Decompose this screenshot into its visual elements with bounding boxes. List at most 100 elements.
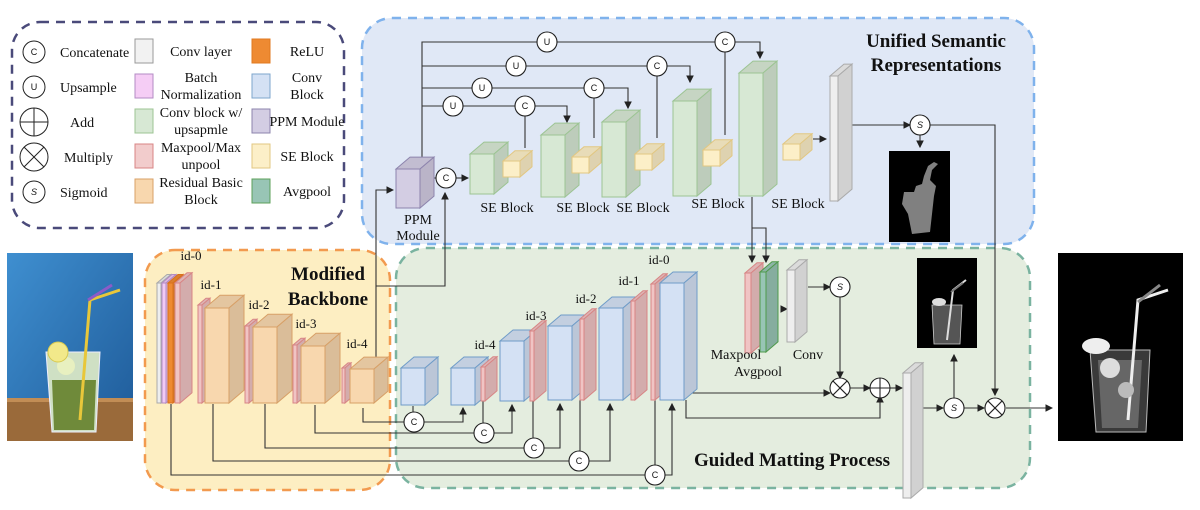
svg-text:C: C [522, 101, 529, 111]
avgpool-label: Avgpool [734, 365, 782, 380]
svg-text:C: C [722, 37, 729, 47]
backbone-residual-id1 [203, 294, 246, 405]
concat-op-skip-1: C [568, 450, 590, 472]
legend-text: Conv layer [170, 45, 232, 60]
add-op [869, 377, 891, 399]
svg-text:U: U [479, 83, 486, 93]
decoder-id-3: id-3 [526, 308, 547, 323]
maxpool-label: Maxpool [711, 348, 762, 363]
backbone-residual-id4 [348, 356, 390, 405]
matting-avgpool [758, 260, 780, 354]
semantic-conv-layer [828, 63, 854, 203]
multiply-icon [19, 142, 49, 172]
concat-op-skip-2: C [523, 437, 545, 459]
svg-text:S: S [837, 282, 843, 292]
output-matte-image [1058, 253, 1183, 441]
legend-text: Block [184, 193, 217, 208]
legend-label-upsample: Upsample [60, 81, 117, 96]
svg-text:C: C [576, 456, 583, 466]
backbone-residual-id3 [299, 332, 342, 405]
legend-label-concatenate: Concatenate [60, 46, 129, 61]
legend-text: Batch [185, 71, 218, 86]
legend-text: Block [290, 88, 323, 103]
ppm-module [394, 156, 436, 210]
svg-text:S: S [917, 120, 923, 130]
ppm-label-2: Module [396, 229, 440, 244]
svg-text:C: C [591, 83, 598, 93]
decoder-id-2: id-2 [576, 291, 597, 306]
legend-swatch-relu [251, 38, 271, 64]
legend-swatch-residual-basic-block [134, 178, 154, 204]
semantic-se-block-3 [633, 142, 666, 172]
upsample-op-4: U [442, 95, 464, 117]
legend-swatch-ppm-module [251, 108, 271, 134]
legend-swatch-avgpool [251, 178, 271, 204]
backbone-title-line1: Modified [291, 264, 365, 285]
add-icon [19, 107, 49, 137]
se-block-label-5: SE Block [771, 197, 824, 212]
legend-label-add: Add [70, 116, 94, 131]
concat-op-s3: C [583, 77, 605, 99]
backbone-id-1: id-1 [201, 277, 222, 292]
decoder-unpool-id3 [528, 319, 548, 403]
svg-text:C: C [652, 470, 659, 480]
se-block-label-3: SE Block [616, 201, 669, 216]
legend-text: PPM Module [269, 115, 344, 130]
concat-op-skip-3: C [473, 422, 495, 444]
svg-text:C: C [443, 173, 450, 183]
semantic-se-block-1 [501, 149, 534, 179]
decoder-conv-block-5 [597, 295, 638, 402]
concatenate-icon: C [22, 40, 46, 64]
backbone-title-line2: Backbone [288, 289, 368, 310]
concat-op-ppm: C [435, 167, 457, 189]
decoder-conv-block-6 [658, 270, 699, 402]
decoder-id-1: id-1 [619, 273, 640, 288]
backbone-id-3: id-3 [296, 316, 317, 331]
backbone-id-4: id-4 [347, 336, 368, 351]
input-image [7, 253, 133, 441]
semantic-conv-up-3 [600, 109, 642, 199]
legend-text: Maxpool/Max [161, 141, 241, 156]
svg-text:C: C [654, 61, 661, 71]
legend-text: unpool [182, 158, 221, 173]
concat-op-s2: C [646, 55, 668, 77]
se-block-label-4: SE Block [691, 197, 744, 212]
concat-op-skip-4: C [403, 411, 425, 433]
sigmoid-op-attention: S [829, 276, 851, 298]
legend-text: Residual Basic [159, 176, 243, 191]
ppm-label-1: PPM [404, 213, 433, 228]
concat-op-s1: C [714, 31, 736, 53]
svg-text:S: S [31, 187, 37, 197]
matting-conv [785, 258, 809, 344]
legend-text: ReLU [290, 45, 324, 60]
backbone-residual-id2 [251, 313, 294, 405]
svg-text:U: U [544, 37, 551, 47]
decoder-conv-block-1 [399, 355, 440, 407]
semantic-conv-up-2 [539, 122, 581, 199]
concat-op-skip-0: C [644, 464, 666, 486]
upsample-op-2: U [505, 55, 527, 77]
decoder-unpool-id4 [479, 355, 499, 403]
concat-op-s4: C [514, 95, 536, 117]
svg-text:U: U [450, 101, 457, 111]
svg-text:C: C [31, 47, 38, 57]
matting-title: Guided Matting Process [694, 450, 890, 471]
legend-swatch-se-block [251, 143, 271, 169]
upsample-icon: U [22, 75, 46, 99]
upsample-op-3: U [471, 77, 493, 99]
semantic-se-block-5 [781, 132, 814, 162]
semantic-se-block-4 [701, 138, 734, 168]
decoder-id-4: id-4 [475, 337, 496, 352]
legend-label-multiply: Multiply [64, 151, 113, 166]
final-conv-layer [901, 361, 925, 500]
svg-text:U: U [513, 61, 520, 71]
legend-label-sigmoid: Sigmoid [60, 186, 107, 201]
backbone-id-2: id-2 [249, 297, 270, 312]
se-block-label-2: SE Block [556, 201, 609, 216]
decoder-id-0: id-0 [649, 252, 670, 267]
se-block-label-1: SE Block [480, 201, 533, 216]
semantic-conv-up-5 [737, 60, 779, 198]
